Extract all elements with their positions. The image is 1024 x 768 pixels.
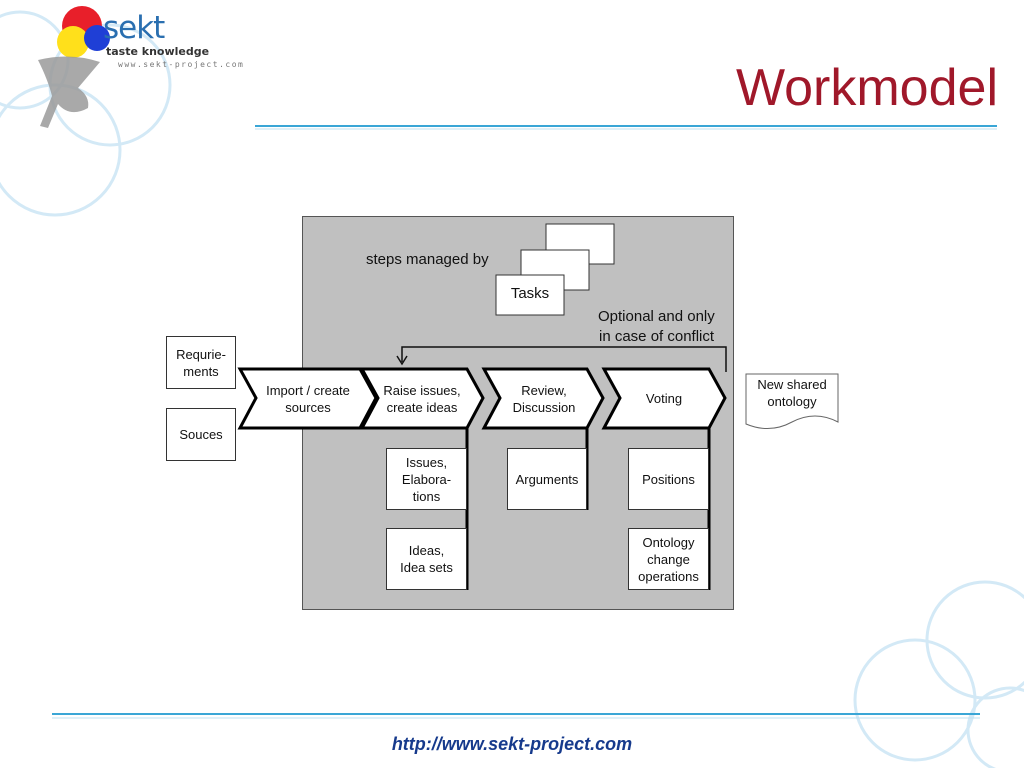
step-raise-chevron xyxy=(359,367,485,430)
input-sources: Souces xyxy=(166,408,236,461)
steps-managed-label: steps managed by xyxy=(366,251,489,268)
conflict-arrowhead-icon xyxy=(396,355,408,366)
output-positions: Positions xyxy=(628,448,709,510)
optional-label-line1: Optional and only xyxy=(598,308,715,325)
step-review-label: Review, Discussion xyxy=(512,382,576,415)
input-requirements: Requrie- ments xyxy=(166,336,236,389)
output-issues: Issues, Elabora- tions xyxy=(386,448,467,510)
logo-tagline: taste knowledge xyxy=(106,45,210,58)
sekt-logo-mark xyxy=(38,6,110,128)
tasks-label: Tasks xyxy=(510,285,550,302)
output-arguments: Arguments xyxy=(507,448,587,510)
output-ontology-changes: Ontology change operations xyxy=(628,528,709,590)
optional-label-line2: in case of conflict xyxy=(599,328,715,345)
task-card-front xyxy=(495,274,565,316)
logo-brand: sekt xyxy=(103,10,165,46)
step-raise-label: Raise issues, create ideas xyxy=(383,382,461,415)
step-voting-label: Voting xyxy=(645,391,683,406)
step-voting-chevron xyxy=(601,367,727,430)
result-label: New shared ontology xyxy=(757,377,827,409)
logo-url: www.sekt-project.com xyxy=(118,60,245,69)
footer-link[interactable]: http://www.sekt-project.com xyxy=(391,734,633,754)
result-document-shape xyxy=(745,373,839,429)
step-import-label: Import / create sources xyxy=(266,382,350,415)
step-review-chevron xyxy=(481,367,605,430)
output-ideas: Ideas, Idea sets xyxy=(386,528,467,590)
step-import-chevron xyxy=(237,367,378,430)
bubble-decoration-bottomright xyxy=(853,580,1024,768)
slide-title: Workmodel xyxy=(735,59,998,117)
conflict-feedback-line xyxy=(401,346,727,372)
